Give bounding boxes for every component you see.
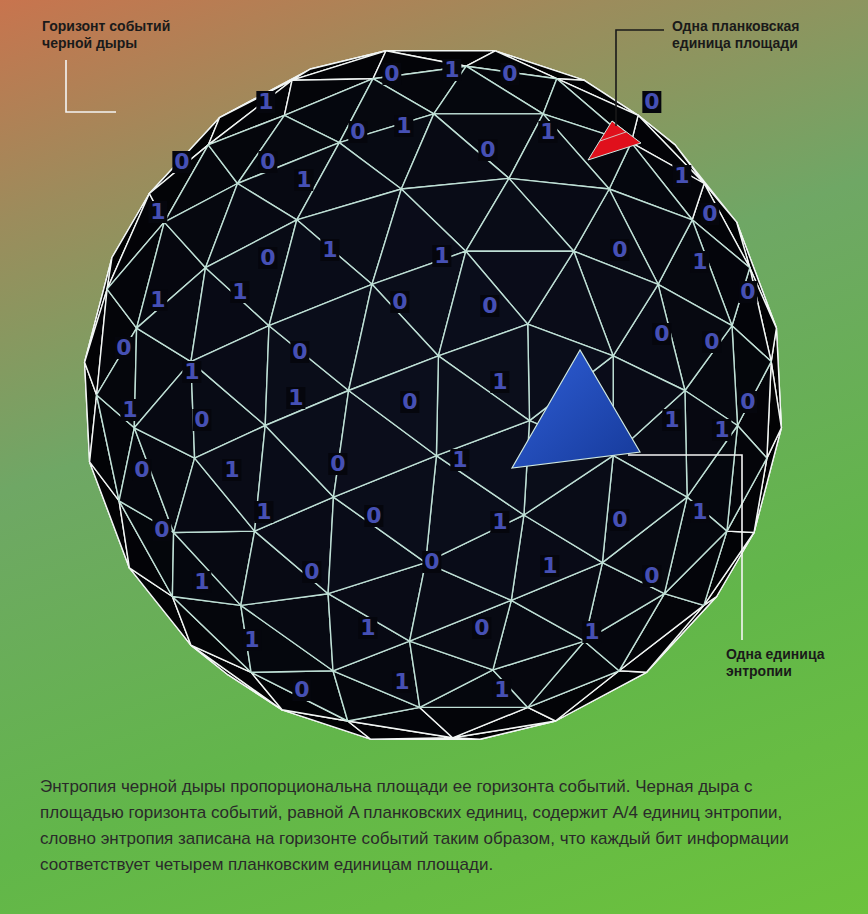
bit-digit: 1 [582, 621, 601, 643]
bit-digit: 1 [230, 281, 249, 303]
bit-digit: 0 [610, 239, 629, 261]
bit-digit: 1 [294, 169, 313, 191]
bit-digit: 0 [152, 519, 171, 541]
horizon-cell [292, 51, 386, 80]
callout-label: Одна планковская единица площади [672, 18, 832, 52]
horizon-cell [251, 671, 348, 721]
horizon-cell [241, 594, 333, 671]
bit-digit: 1 [540, 555, 559, 577]
bit-digit: 0 [480, 295, 499, 317]
horizon-cell [401, 114, 509, 189]
bit-digit: 0 [472, 617, 491, 639]
bit-digit: 0 [364, 505, 383, 527]
planck-area-triangle [588, 121, 641, 160]
entropy-unit-triangle [512, 350, 640, 468]
bit-digit: 1 [286, 387, 305, 409]
leader-line [616, 30, 664, 126]
bit-digit: 1 [442, 59, 461, 81]
bit-digit: 0 [738, 391, 757, 413]
bit-digit: 0 [132, 459, 151, 481]
horizon-cell [420, 707, 528, 737]
bit-digit: 1 [358, 617, 377, 639]
horizon-cell [436, 356, 529, 456]
bit-digit: 1 [394, 115, 413, 137]
bit-digit: 1 [148, 289, 167, 311]
bit-digit: 0 [700, 203, 719, 225]
bit-digit: 1 [192, 571, 211, 593]
horizon-cell [172, 597, 251, 673]
bit-digit: 1 [242, 629, 261, 651]
bit-digit: 1 [712, 419, 731, 441]
callout-label: Горизонт событий черной дыры [42, 18, 192, 52]
bit-digit: 0 [500, 63, 519, 85]
bit-digit: 0 [382, 63, 401, 85]
figure-caption: Энтропия черной дыры пропорциональна пло… [40, 774, 832, 878]
bit-digit: 1 [490, 371, 509, 393]
horizon-cell [602, 456, 687, 563]
bit-digit: 1 [392, 671, 411, 693]
bit-digit: 0 [292, 679, 311, 701]
bit-digit: 0 [192, 409, 211, 431]
bit-digit: 0 [400, 391, 419, 413]
bit-digit: 0 [258, 247, 277, 269]
bit-digit: 1 [492, 679, 511, 701]
bit-digit: 0 [390, 291, 409, 313]
bit-digit: 1 [182, 361, 201, 383]
bit-digit: 1 [690, 251, 709, 273]
bit-digit: 0 [478, 139, 497, 161]
bit-digit: 1 [222, 459, 241, 481]
horizon-cell [292, 51, 386, 80]
bit-digit: 0 [328, 453, 347, 475]
horizon-cell [349, 356, 439, 456]
bit-digit: 1 [432, 245, 451, 267]
bit-digit: 0 [702, 331, 721, 353]
bit-digit: 1 [662, 409, 681, 431]
subdivision-lines [600, 121, 626, 141]
bit-digit: 1 [490, 511, 509, 533]
bit-digit: 0 [302, 561, 321, 583]
leader-line [628, 455, 742, 640]
bit-digit: 1 [690, 501, 709, 523]
bit-digit: 1 [148, 201, 167, 223]
bit-digit: 0 [422, 551, 441, 573]
horizon-cell [732, 326, 771, 426]
horizon-cell [172, 597, 251, 673]
leader-line [66, 60, 116, 112]
bit-digit: 0 [652, 323, 671, 345]
bit-digit: 0 [258, 151, 277, 173]
bit-digit: 1 [672, 165, 691, 187]
bit-digit: 1 [320, 239, 339, 261]
bit-digit: 1 [538, 121, 557, 143]
bit-digit: 0 [610, 509, 629, 531]
horizon-cell [685, 391, 738, 498]
callout-label: Одна единица энтропии [726, 646, 851, 680]
bit-digit: 0 [642, 565, 661, 587]
bit-digit: 0 [172, 151, 191, 173]
bit-digit: 0 [738, 281, 757, 303]
bit-digit: 1 [256, 91, 275, 113]
bit-digit: 1 [450, 449, 469, 471]
bit-digit: 1 [254, 501, 273, 523]
bit-digit: 0 [642, 91, 661, 113]
bit-digit: 0 [114, 337, 133, 359]
horizon-cell [466, 178, 574, 251]
bit-digit: 0 [290, 341, 309, 363]
bit-digit: 0 [348, 121, 367, 143]
bit-digit: 1 [120, 399, 139, 421]
